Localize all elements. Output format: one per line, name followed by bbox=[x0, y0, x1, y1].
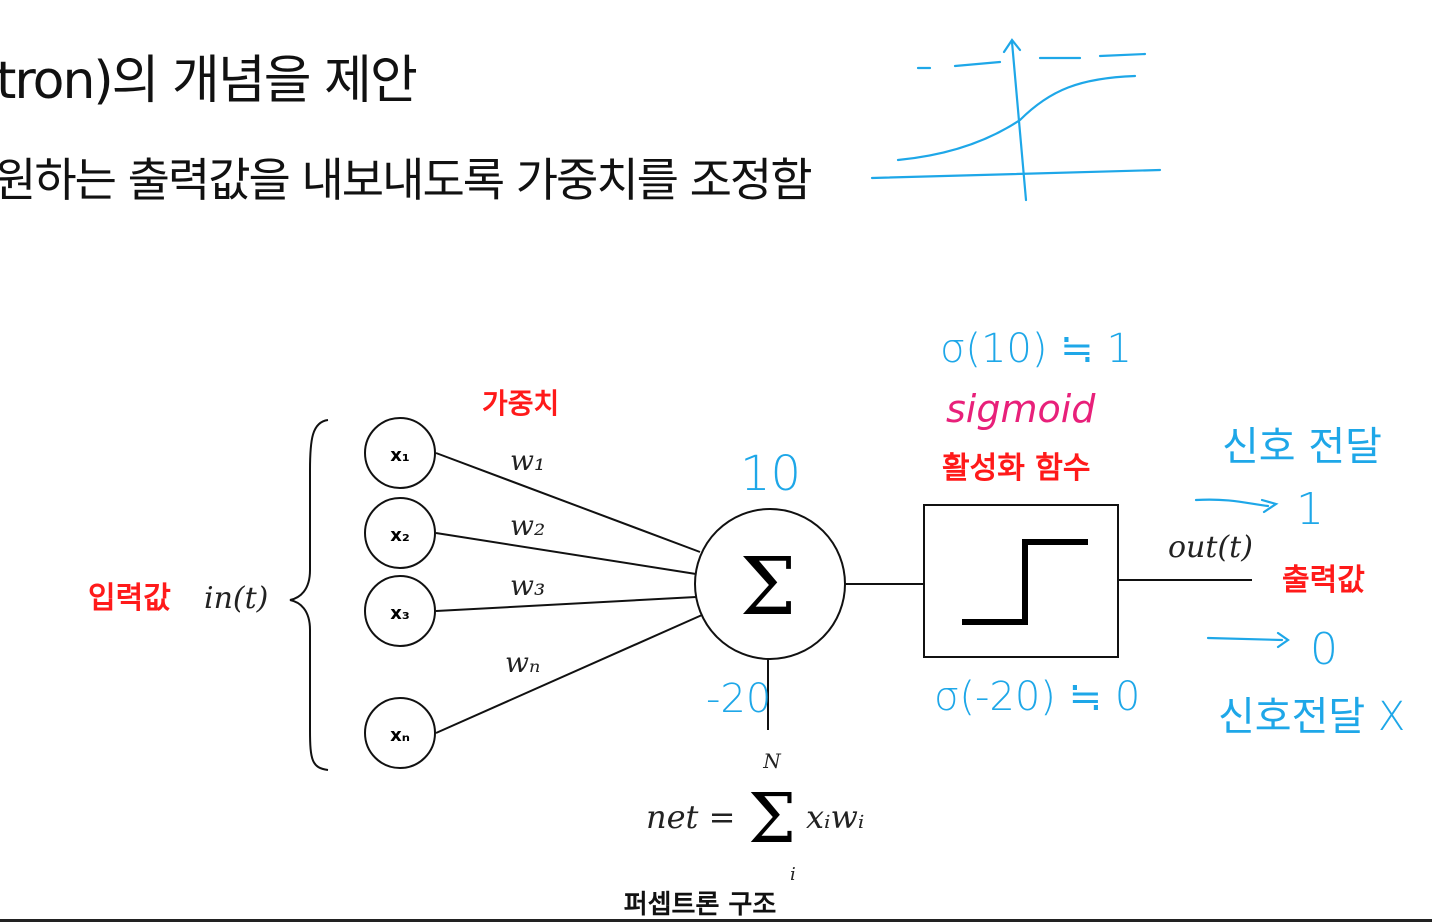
output-label: 출력값 bbox=[1282, 563, 1365, 598]
arrow-to-one-icon bbox=[1194, 498, 1279, 514]
annotation-sum-top: 10 bbox=[740, 446, 801, 502]
arrow-to-zero-icon bbox=[1206, 631, 1290, 649]
activation-label: 활성화 함수 bbox=[942, 451, 1090, 486]
slide-bullet: 원하는 출력값을 내보내도록 가중치를 조정함 bbox=[0, 153, 813, 207]
annotation-signal-block: 신호전달 X bbox=[1218, 694, 1405, 740]
input-node-3: x₃ bbox=[364, 575, 436, 647]
slide-title: tron)의 개념을 제안 bbox=[0, 51, 418, 111]
bottom-border bbox=[0, 919, 1432, 922]
formula-sum: Σ bbox=[748, 780, 796, 859]
formula-term: xᵢwᵢ bbox=[806, 798, 864, 836]
input-node-1: x₁ bbox=[364, 417, 436, 489]
weight-w2: w₂ bbox=[510, 509, 545, 542]
formula-upper: N bbox=[762, 749, 782, 773]
input-node-2: x₂ bbox=[364, 497, 436, 569]
annotation-sigma-high: σ(10) ≒ 1 bbox=[940, 326, 1132, 372]
step-function-icon bbox=[962, 539, 1088, 625]
annotation-out-zero: 0 bbox=[1310, 624, 1338, 675]
sum-symbol: Σ bbox=[740, 540, 797, 633]
annotation-signal-pass: 신호 전달 bbox=[1222, 424, 1382, 470]
sigmoid-sketch bbox=[870, 38, 1162, 202]
activation-box bbox=[923, 504, 1119, 658]
input-label: 입력값 bbox=[88, 581, 171, 616]
svg-text:x₁: x₁ bbox=[390, 445, 410, 466]
input-brace bbox=[289, 419, 329, 771]
weight-lines bbox=[435, 452, 703, 734]
svg-text:xₙ: xₙ bbox=[390, 725, 410, 746]
weight-w1: w₁ bbox=[510, 444, 545, 477]
formula-lhs: net = bbox=[646, 798, 735, 836]
svg-text:x₂: x₂ bbox=[390, 525, 410, 546]
input-node-n: xₙ bbox=[364, 697, 436, 769]
formula-lower: i bbox=[790, 864, 796, 885]
weights-label: 가중치 bbox=[482, 387, 559, 420]
annotation-sigmoid: sigmoid bbox=[946, 387, 1096, 431]
output-math: out(t) bbox=[1168, 530, 1253, 565]
svg-text:x₃: x₃ bbox=[390, 603, 410, 624]
input-math: in(t) bbox=[204, 581, 268, 616]
diagram-caption: 퍼셉트론 구조 bbox=[624, 890, 777, 920]
annotation-sum-bottom: -20 bbox=[706, 676, 771, 722]
annotation-out-one: 1 bbox=[1296, 484, 1324, 535]
weight-w3: w₃ bbox=[510, 569, 545, 602]
weight-wn: wₙ bbox=[505, 646, 540, 679]
annotation-sigma-low: σ(-20) ≒ 0 bbox=[934, 674, 1140, 720]
